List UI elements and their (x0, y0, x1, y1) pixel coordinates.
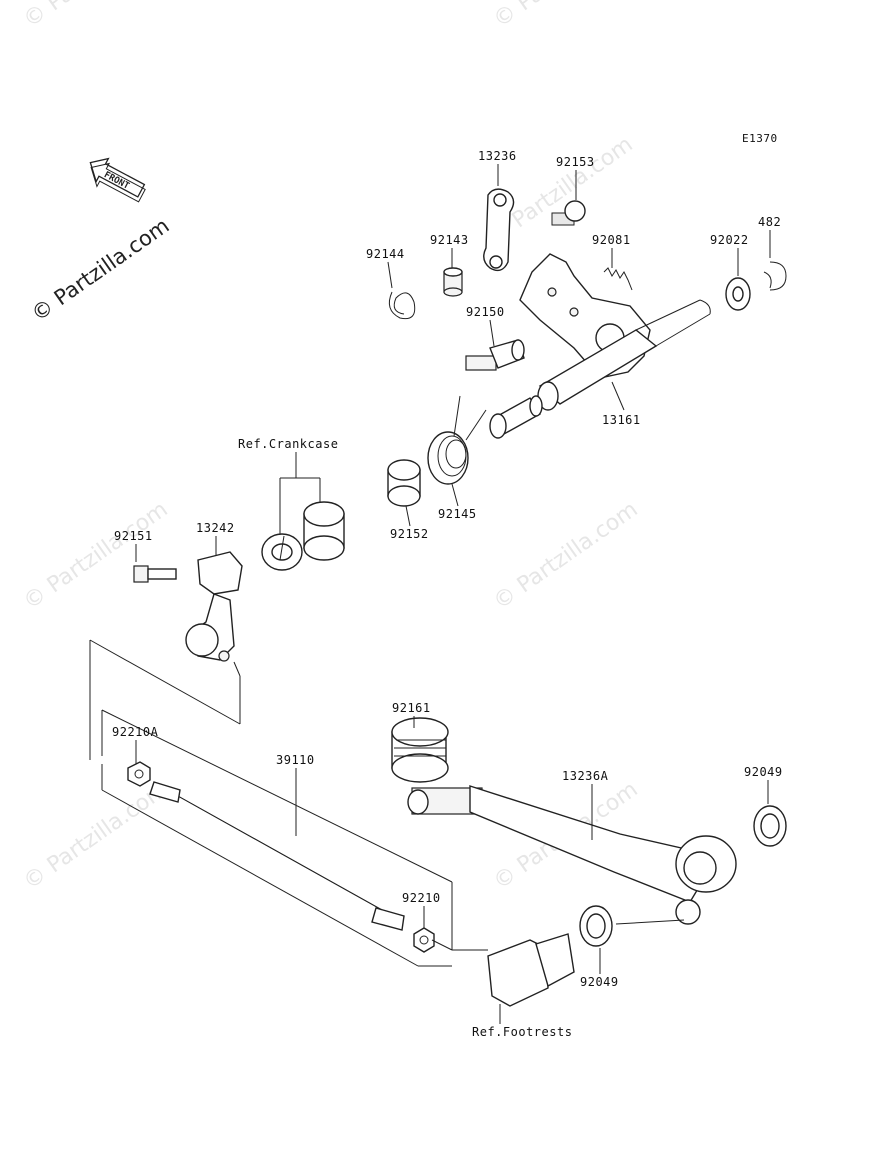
part-92152-collar (387, 459, 421, 507)
label-92022: 92022 (710, 233, 749, 247)
watermark: © Partzilla.com (19, 777, 172, 895)
part-footrest-clevis (487, 919, 685, 1007)
part-crankcase-bushing (261, 452, 345, 571)
label-crankcase: Ref.Crankcase (238, 437, 338, 451)
part-92049-washer-upper (753, 805, 787, 847)
part-13236A-pedal (407, 785, 737, 925)
label-92049-lower: 92049 (580, 975, 619, 989)
part-spline-shaft (489, 395, 543, 439)
label-92150: 92150 (466, 305, 505, 319)
part-92210A-nut (127, 761, 151, 787)
part-92049-washer-lower (579, 905, 613, 947)
label-92143: 92143 (430, 233, 469, 247)
part-13236-plate (483, 188, 515, 272)
label-13236A: 13236A (562, 769, 609, 783)
watermark: © Partzilla.com (489, 0, 642, 33)
part-92081-spring (603, 267, 633, 291)
part-92143-collar (443, 267, 463, 297)
part-92210-nut (413, 927, 435, 953)
label-92151: 92151 (114, 529, 153, 543)
leader-lines (89, 535, 488, 967)
label-92049-upper: 92049 (744, 765, 783, 779)
label-92210: 92210 (402, 891, 441, 905)
watermark: © Partzilla.com (489, 497, 642, 615)
label-92153: 92153 (556, 155, 595, 169)
watermark: © Partzilla.com (19, 497, 172, 615)
part-39110-rod (149, 781, 405, 931)
part-13161-shaft (537, 299, 711, 411)
label-482: 482 (758, 215, 781, 229)
part-labels: 13236 92153 92144 92143 92081 92022 482 … (112, 149, 783, 1039)
part-92151-bolt (133, 565, 177, 583)
label-92144: 92144 (366, 247, 405, 261)
watermark: © Partzilla.com (19, 0, 172, 33)
part-92022-washer (725, 277, 751, 311)
front-arrow-icon: FRONT (89, 157, 146, 203)
part-13242-lever (185, 551, 243, 662)
part-92150-bolt (465, 339, 525, 371)
part-92144-spring (388, 291, 416, 320)
label-13236: 13236 (478, 149, 517, 163)
label-39110: 39110 (276, 753, 315, 767)
label-leaders (135, 164, 771, 1024)
part-92145-spring (427, 395, 487, 485)
part-482-circlip (763, 261, 787, 291)
label-92161: 92161 (392, 701, 431, 715)
label-13161: 13161 (602, 413, 641, 427)
diagram-code: E1370 (742, 132, 778, 145)
label-92152: 92152 (390, 527, 429, 541)
label-92210A: 92210A (112, 725, 159, 739)
label-92081: 92081 (592, 233, 631, 247)
brand-logo-text: © Partzilla.com (27, 213, 174, 326)
label-13242: 13242 (196, 521, 235, 535)
part-92153-bolt (551, 200, 586, 226)
label-footrests: Ref.Footrests (472, 1025, 572, 1039)
label-92145: 92145 (438, 507, 477, 521)
part-92161-rubber (391, 717, 449, 783)
